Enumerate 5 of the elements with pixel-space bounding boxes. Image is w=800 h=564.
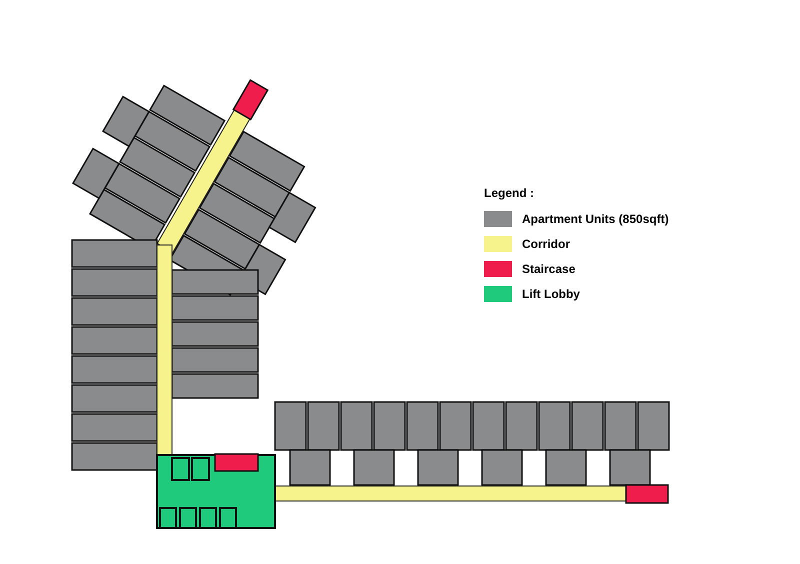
legend-heading: Legend : <box>484 186 535 200</box>
legend-label: Staircase <box>522 262 576 276</box>
legend-label: Apartment Units (850sqft) <box>522 212 669 226</box>
legend-label: Lift Lobby <box>522 287 580 301</box>
legend-label: Corridor <box>522 237 570 251</box>
